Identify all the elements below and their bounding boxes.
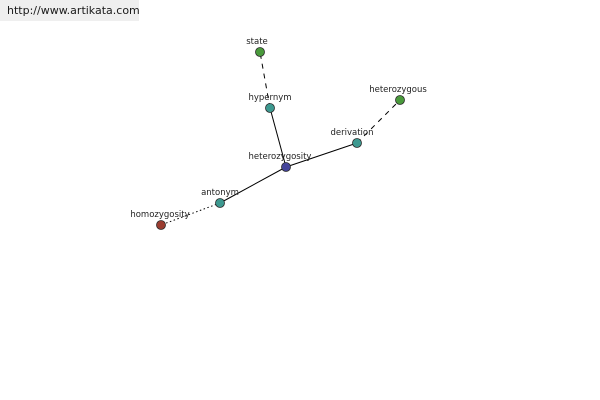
edge-antonym-homozygosity xyxy=(160,202,221,226)
node-heterozygous[interactable] xyxy=(395,95,405,105)
node-hypernym[interactable] xyxy=(265,103,275,113)
edge-derivation-heterozygous xyxy=(356,99,401,144)
node-homozygosity[interactable] xyxy=(156,220,166,230)
node-antonym[interactable] xyxy=(215,198,225,208)
labels-layer: heterozygosity hypernym state derivation het… xyxy=(130,37,427,220)
node-state[interactable] xyxy=(255,47,265,57)
node-label-hypernym[interactable]: hypernym xyxy=(248,93,291,103)
edge-heterozygosity-hypernym xyxy=(269,107,287,168)
node-label-heterozygous[interactable]: heterozygous xyxy=(369,85,427,95)
edge-heterozygosity-derivation xyxy=(285,142,358,168)
nodes-layer xyxy=(156,47,405,230)
source-url-banner: http://www.artikata.com xyxy=(0,0,140,21)
node-label-homozygosity[interactable]: homozygosity xyxy=(130,210,189,220)
node-derivation[interactable] xyxy=(352,138,362,148)
node-heterozygosity[interactable] xyxy=(281,162,291,172)
edges-layer xyxy=(160,51,401,226)
node-label-heterozygosity[interactable]: heterozygosity xyxy=(249,152,312,162)
node-label-state[interactable]: state xyxy=(246,37,268,47)
edge-heterozygosity-antonym xyxy=(219,166,287,204)
node-label-antonym[interactable]: antonym xyxy=(201,188,239,198)
source-url-link[interactable]: http://www.artikata.com xyxy=(7,4,140,17)
node-label-derivation[interactable]: derivation xyxy=(330,128,373,138)
